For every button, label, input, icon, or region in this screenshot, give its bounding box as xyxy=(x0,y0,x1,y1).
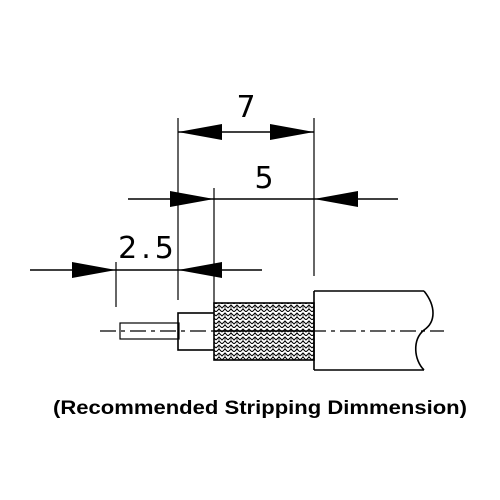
dimension-label-7: 7 xyxy=(236,90,255,125)
arrowhead-7-left xyxy=(178,124,222,140)
arrowhead-2-5-left xyxy=(72,262,116,278)
dimension-label-5: 5 xyxy=(254,161,273,196)
arrowhead-7-right xyxy=(270,124,314,140)
arrowhead-5-left xyxy=(170,191,214,207)
dimension-label-2-5: 2.5 xyxy=(118,231,178,266)
coaxial-cable xyxy=(100,290,444,371)
arrowhead-2-5-right xyxy=(178,262,222,278)
dimension-7: 7 xyxy=(177,90,315,300)
diagram-caption: (Recommended Stripping Dimmension) xyxy=(53,398,467,419)
jacket-break-mark xyxy=(414,290,434,371)
dimension-5: 5 xyxy=(128,161,398,306)
arrowhead-5-right xyxy=(314,191,358,207)
dimension-2-5: 2.5 xyxy=(30,231,262,307)
center-conductor xyxy=(119,322,180,340)
